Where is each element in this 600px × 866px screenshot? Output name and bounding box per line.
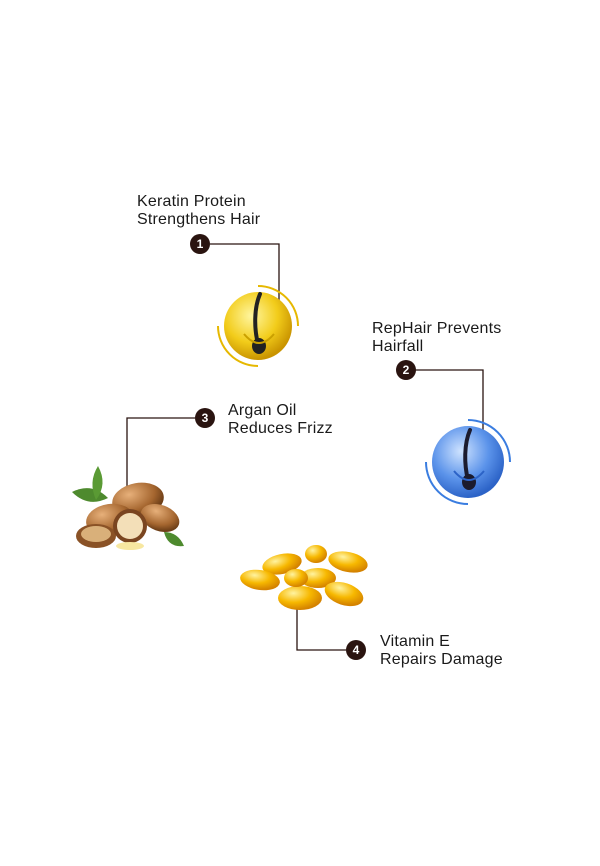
benefit-3-label: Argan Oil Reduces Frizz xyxy=(228,402,333,437)
benefit-2-number-badge: 2 xyxy=(396,360,416,380)
benefit-1-number-badge: 1 xyxy=(190,234,210,254)
argan-nut-icon xyxy=(72,466,184,550)
benefit-4-number-badge: 4 xyxy=(346,640,366,660)
rephair-follicle-icon xyxy=(425,419,511,505)
benefit-4-label: Vitamin E Repairs Damage xyxy=(380,633,503,668)
benefit-1-label: Keratin Protein Strengthens Hair xyxy=(137,193,261,228)
keratin-follicle-icon xyxy=(217,285,299,367)
vitamin-e-capsules-icon xyxy=(240,545,368,610)
benefit-2-label: RepHair Prevents Hairfall xyxy=(372,320,502,355)
benefit-3-number-badge: 3 xyxy=(195,408,215,428)
